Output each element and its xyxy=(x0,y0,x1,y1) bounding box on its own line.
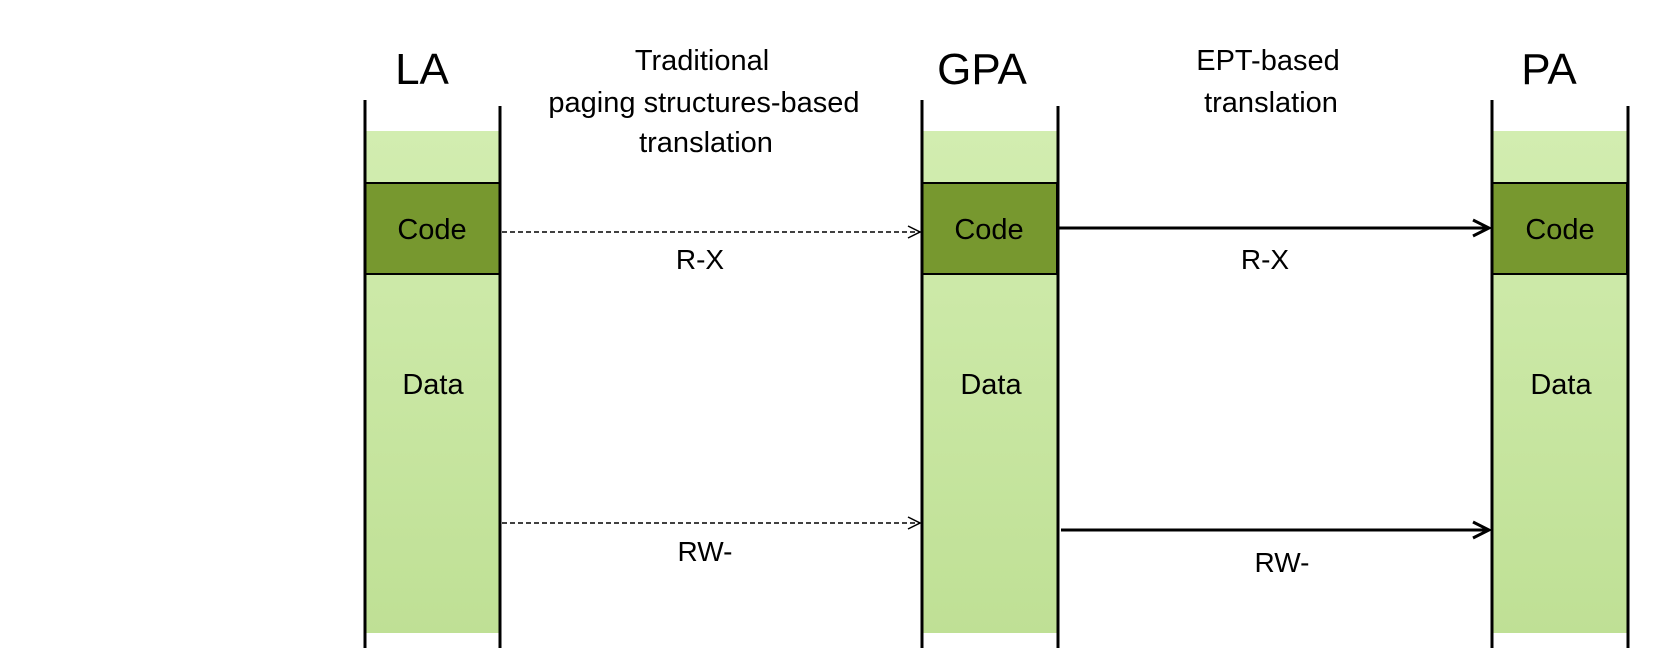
traditional-translation-caption: Traditional paging structures-based tran… xyxy=(548,45,859,159)
la-to-gpa-data-permission-label: RW- xyxy=(678,536,733,567)
ept-caption-line-1: EPT-based xyxy=(1196,45,1339,77)
pa-title: PA xyxy=(1521,45,1577,94)
traditional-caption-line-2: paging structures-based xyxy=(548,87,859,119)
gpa-data-label: Data xyxy=(960,369,1022,401)
gpa-title: GPA xyxy=(937,45,1027,94)
la-data-label: Data xyxy=(402,369,464,401)
gpa-to-pa-code-arrow: R-X xyxy=(1058,228,1489,275)
la-to-gpa-data-arrow: RW- xyxy=(502,523,920,567)
gpa-to-pa-data-arrow: RW- xyxy=(1061,530,1489,578)
la-to-gpa-code-permission-label: R-X xyxy=(676,244,725,275)
pa-column: PA Code Data xyxy=(1490,45,1630,648)
traditional-caption-line-3: translation xyxy=(639,127,773,159)
la-title: LA xyxy=(395,45,449,94)
pa-data-label: Data xyxy=(1530,369,1592,401)
gpa-to-pa-data-permission-label: RW- xyxy=(1255,547,1310,578)
gpa-to-pa-code-permission-label: R-X xyxy=(1241,244,1290,275)
gpa-code-label: Code xyxy=(954,214,1023,246)
la-code-segment xyxy=(364,182,501,275)
pa-code-label: Code xyxy=(1525,214,1594,246)
traditional-caption-line-1: Traditional xyxy=(635,45,769,77)
gpa-code-segment xyxy=(921,182,1058,275)
la-to-gpa-code-arrow: R-X xyxy=(502,232,920,275)
gpa-column: GPA Code Data xyxy=(920,45,1060,648)
la-column: LA Code Data xyxy=(363,45,502,648)
ept-translation-caption: EPT-based translation xyxy=(1196,45,1339,119)
la-code-label: Code xyxy=(397,214,466,246)
ept-caption-line-2: translation xyxy=(1204,87,1338,119)
